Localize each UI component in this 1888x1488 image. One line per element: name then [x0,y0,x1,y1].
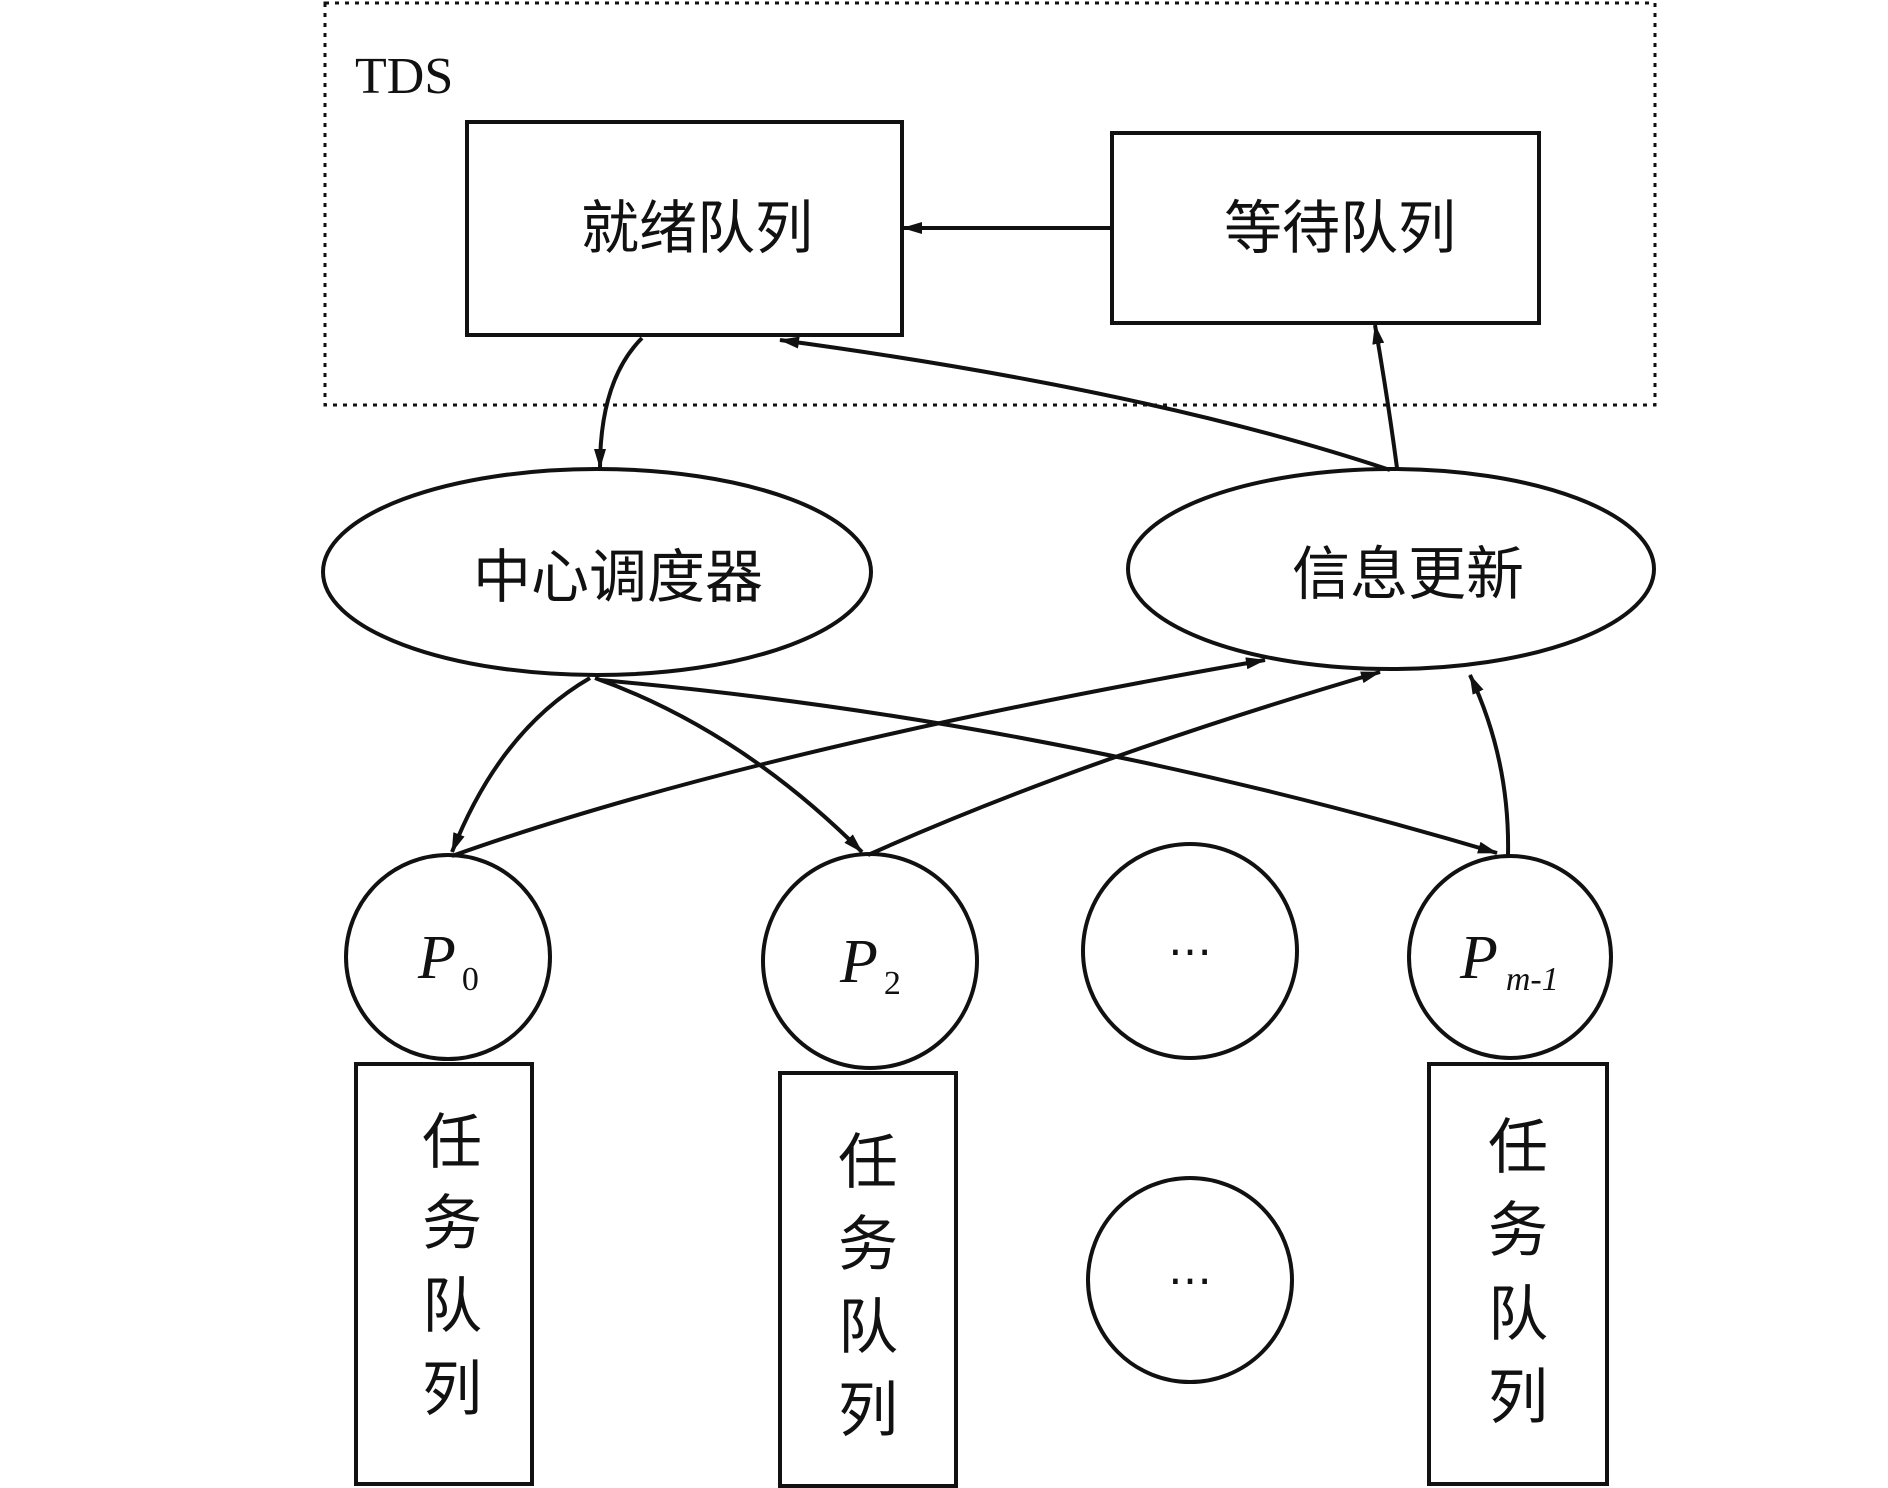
processor-pm1-node [1407,854,1613,1060]
task-queue-p2-char-3: 队 [838,1293,898,1363]
task-queue-p0-char-1: 任 [422,1108,482,1178]
edge-info-to-wait [1372,324,1399,469]
task-queue-pm1-box [1427,1062,1609,1486]
edge-pm1-to-info [1468,674,1511,856]
task-queue-p2-char-1: 任 [838,1128,898,1198]
task-queue-p2-char-4: 列 [838,1376,898,1446]
edge-p2-to-info [867,670,1381,857]
task-queue-pm1-char-3: 队 [1488,1280,1548,1350]
ready-queue-label: 就绪队列 [581,194,813,262]
task-queue-pm1-char-1: 任 [1488,1113,1548,1183]
edge-scheduler-to-pm1 [599,678,1498,855]
task-queue-p2-char-2: 务 [838,1210,898,1280]
wait-queue-label: 等待队列 [1224,194,1456,262]
info-update-label: 信息更新 [1292,540,1524,608]
edge-p0-to-info [451,657,1266,858]
edge-scheduler-to-p0 [450,676,592,853]
edge-scheduler-to-p2 [594,676,864,854]
task-queue-pm1-char-2: 务 [1488,1196,1548,1266]
edge-info-to-ready [779,336,1391,472]
processor-ellipsis-label: … [1168,915,1212,966]
edge-ready-to-scheduler [594,336,644,469]
tds-group-border [323,1,1657,407]
ready-queue-box [465,120,904,337]
central-scheduler-node [321,467,873,677]
wait-queue-box [1110,131,1541,325]
task-queue-p0-box [354,1062,534,1486]
info-update-node [1126,467,1656,671]
task-queue-p0-char-4: 列 [422,1355,482,1425]
processor-ellipsis-node [1081,842,1299,1060]
task-queue-p0-char-2: 务 [422,1189,482,1259]
central-scheduler-label: 中心调度器 [473,543,763,611]
tds-group-label: TDS [355,48,453,105]
task-queue-pm1-char-4: 列 [1488,1363,1548,1433]
task-queue-p0-char-3: 队 [422,1272,482,1342]
processor-p0-node [344,853,552,1061]
lower-ellipsis-label: … [1168,1244,1212,1295]
task-queue-p2-box [778,1071,958,1488]
lower-ellipsis-node [1086,1176,1294,1384]
